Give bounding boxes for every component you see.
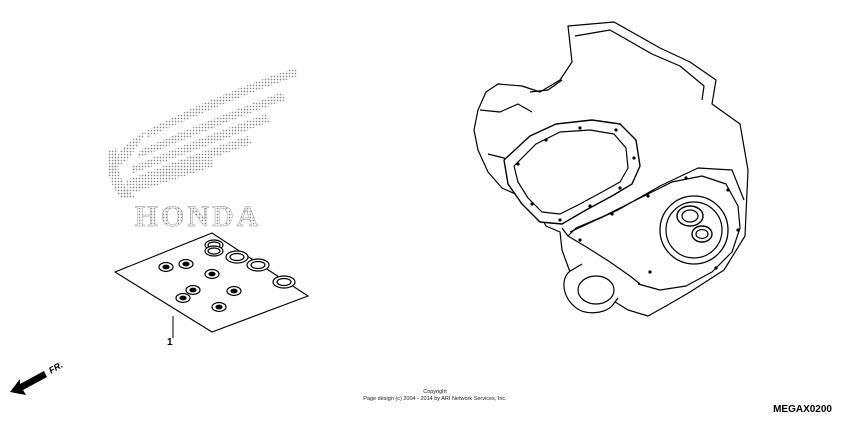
- honda-logo-text: HONDA: [135, 200, 262, 233]
- copyright-notice: Copyright Page design (c) 2004 - 2014 by…: [325, 389, 545, 403]
- engine-outline: [473, 21, 749, 317]
- part-callout-1: 1: [167, 337, 173, 348]
- copyright-title: Copyright: [423, 389, 447, 395]
- gasket-kit: [113, 232, 310, 338]
- honda-wing-logo: HONDA: [107, 68, 298, 233]
- front-direction-arrow-icon: [10, 371, 47, 395]
- copyright-line: Page design (c) 2004 - 2014 by ARI Netwo…: [363, 396, 507, 402]
- diagram-code: MEGAX0200: [773, 404, 832, 415]
